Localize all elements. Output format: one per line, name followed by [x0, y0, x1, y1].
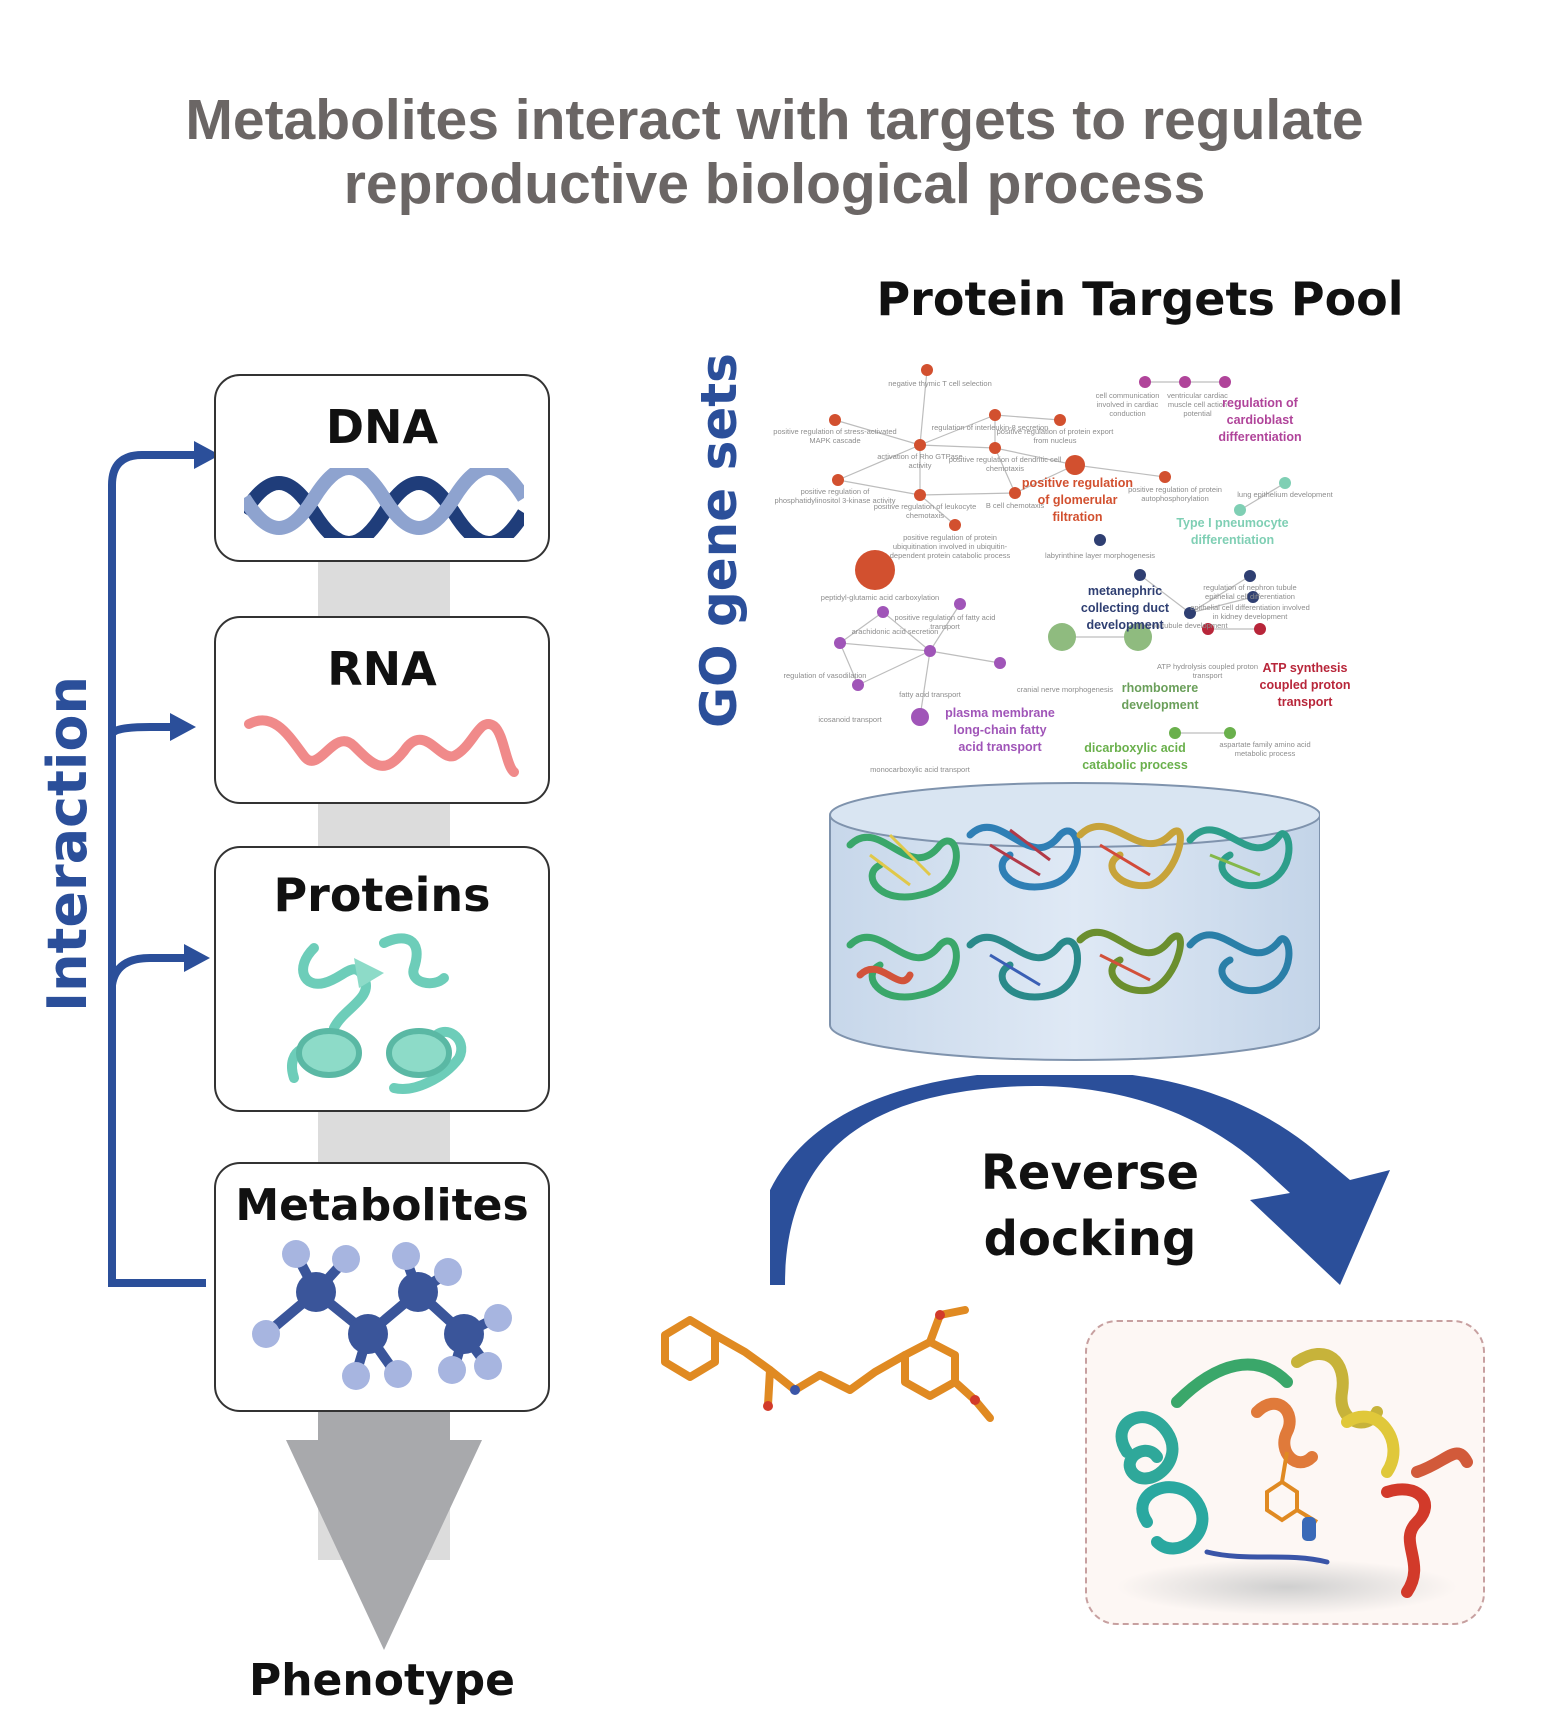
proteins-label: Proteins	[273, 868, 491, 922]
arrowhead-dna	[194, 441, 220, 469]
go-term-label: positive regulation of leukocyte chemota…	[873, 502, 977, 520]
dna-double-helix-icon	[244, 468, 524, 538]
go-term-label: cell communication involved in cardiac c…	[1095, 391, 1160, 418]
ligand-molecule-icon	[661, 1306, 994, 1422]
phenotype-label: Phenotype	[248, 1655, 516, 1706]
go-term-label: arachidonic acid secretion	[851, 627, 939, 636]
go-term-label: ventricular cardiac muscle cell action p…	[1167, 391, 1228, 418]
cluster-label: regulation of cardioblast differentiatio…	[1218, 396, 1302, 444]
go-term-label: positive regulation of protein ubiquitin…	[889, 533, 1011, 560]
protein-structures	[846, 822, 1293, 1001]
go-term-label: positive regulation of protein autophosp…	[1128, 485, 1222, 503]
go-network	[829, 364, 1291, 739]
go-term-label: nephron tubule development	[1132, 621, 1228, 630]
phenotype-arrow	[286, 1440, 482, 1650]
go-gene-sets-label: GO gene sets	[690, 353, 748, 728]
go-term-label: negative thymic T cell selection	[888, 379, 992, 388]
go-cluster-labels: regulation of cardioblast differentiatio…	[770, 355, 1370, 775]
go-small-labels: negative thymic T cell selection positiv…	[770, 355, 1370, 775]
go-term-label: peptidyl-glutamic acid carboxylation	[820, 593, 940, 602]
go-term-label: positive regulation of phosphatidylinosi…	[774, 487, 896, 505]
interaction-bracket	[108, 441, 220, 1287]
reverse-docking-arrow	[770, 1075, 1390, 1285]
reverse-docking-label: Reverse docking	[960, 1140, 1220, 1272]
interaction-label: Interaction	[36, 676, 99, 1012]
bracket-to-rna	[108, 723, 175, 737]
cluster-label: ATP synthesis coupled proton transport	[1259, 661, 1351, 709]
cluster-label: Type I pneumocyte differentiation	[1176, 516, 1289, 547]
go-term-label: regulation of vasodilation	[783, 671, 867, 680]
go-term-label: activation of Rho GTPase activity	[877, 452, 963, 470]
go-term-label: ATP hydrolysis coupled proton transport	[1156, 662, 1259, 680]
proteins-box: Proteins	[214, 846, 550, 1112]
bracket-to-dna	[108, 451, 206, 1287]
go-term-label: B cell chemotaxis	[985, 501, 1045, 510]
page-title: Metabolites interact with targets to reg…	[0, 88, 1549, 216]
go-term-label: monocarboxylic acid transport	[870, 765, 970, 774]
go-term-label: positive regulation of dendritic cell ch…	[948, 455, 1062, 473]
cluster-label: positive regulation of glomerular filtra…	[1021, 476, 1134, 524]
reverse-docking-line-1: Reverse	[980, 1145, 1200, 1201]
arrowhead-rna	[170, 713, 196, 741]
go-term-label: positive regulation of stress-activated …	[773, 427, 897, 445]
dna-label: DNA	[325, 400, 439, 454]
go-term-label: aspartate family amino acid metabolic pr…	[1219, 740, 1311, 758]
metabolites-label: Metabolites	[235, 1180, 529, 1231]
docked-protein-icon	[1115, 1348, 1473, 1615]
cluster-label: dicarboxylic acid catabolic process	[1082, 741, 1188, 772]
rna-label: RNA	[327, 642, 437, 696]
dna-box: DNA	[214, 374, 550, 562]
go-term-label: cranial nerve morphogenesis	[1016, 685, 1114, 694]
go-term-label: labyrinthine layer morphogenesis	[1044, 551, 1156, 560]
arrowhead-proteins	[184, 944, 210, 972]
go-term-label: epithelial cell differentiation involved…	[1190, 603, 1310, 621]
cluster-label: metanephric collecting duct development	[1080, 584, 1170, 632]
rna-strand-icon	[244, 715, 519, 777]
docked-complex	[1085, 1320, 1485, 1625]
go-term-label: positive regulation of fatty acid transp…	[894, 613, 996, 631]
cluster-label: plasma membrane long-chain fatty acid tr…	[945, 706, 1055, 754]
go-term-label: lung epithelium development	[1237, 490, 1333, 499]
network-nodes	[829, 364, 1291, 739]
protein-ribbon-icon	[287, 933, 467, 1094]
title-line-2: reproductive biological process	[343, 152, 1206, 216]
bracket-to-proteins	[108, 954, 190, 986]
reverse-docking-line-2: docking	[983, 1211, 1197, 1267]
go-term-label: fatty acid transport	[899, 690, 961, 699]
rna-box: RNA	[214, 616, 550, 804]
go-term-label: regulation of nephron tubule epithelial …	[1203, 583, 1297, 601]
go-term-label: positive regulation of protein export fr…	[996, 427, 1114, 445]
cluster-label: rhombomere development	[1121, 681, 1199, 712]
pool-title: Protein Targets Pool	[876, 272, 1404, 326]
go-term-label: regulation of interleukin-8 secretion	[931, 423, 1049, 432]
go-term-label: icosanoid transport	[818, 715, 882, 724]
metabolites-box: Metabolites	[214, 1162, 550, 1412]
protein-pool-cylinder	[829, 782, 1320, 1061]
metabolite-molecule-icon	[252, 1240, 512, 1390]
title-line-1: Metabolites interact with targets to reg…	[185, 88, 1364, 152]
